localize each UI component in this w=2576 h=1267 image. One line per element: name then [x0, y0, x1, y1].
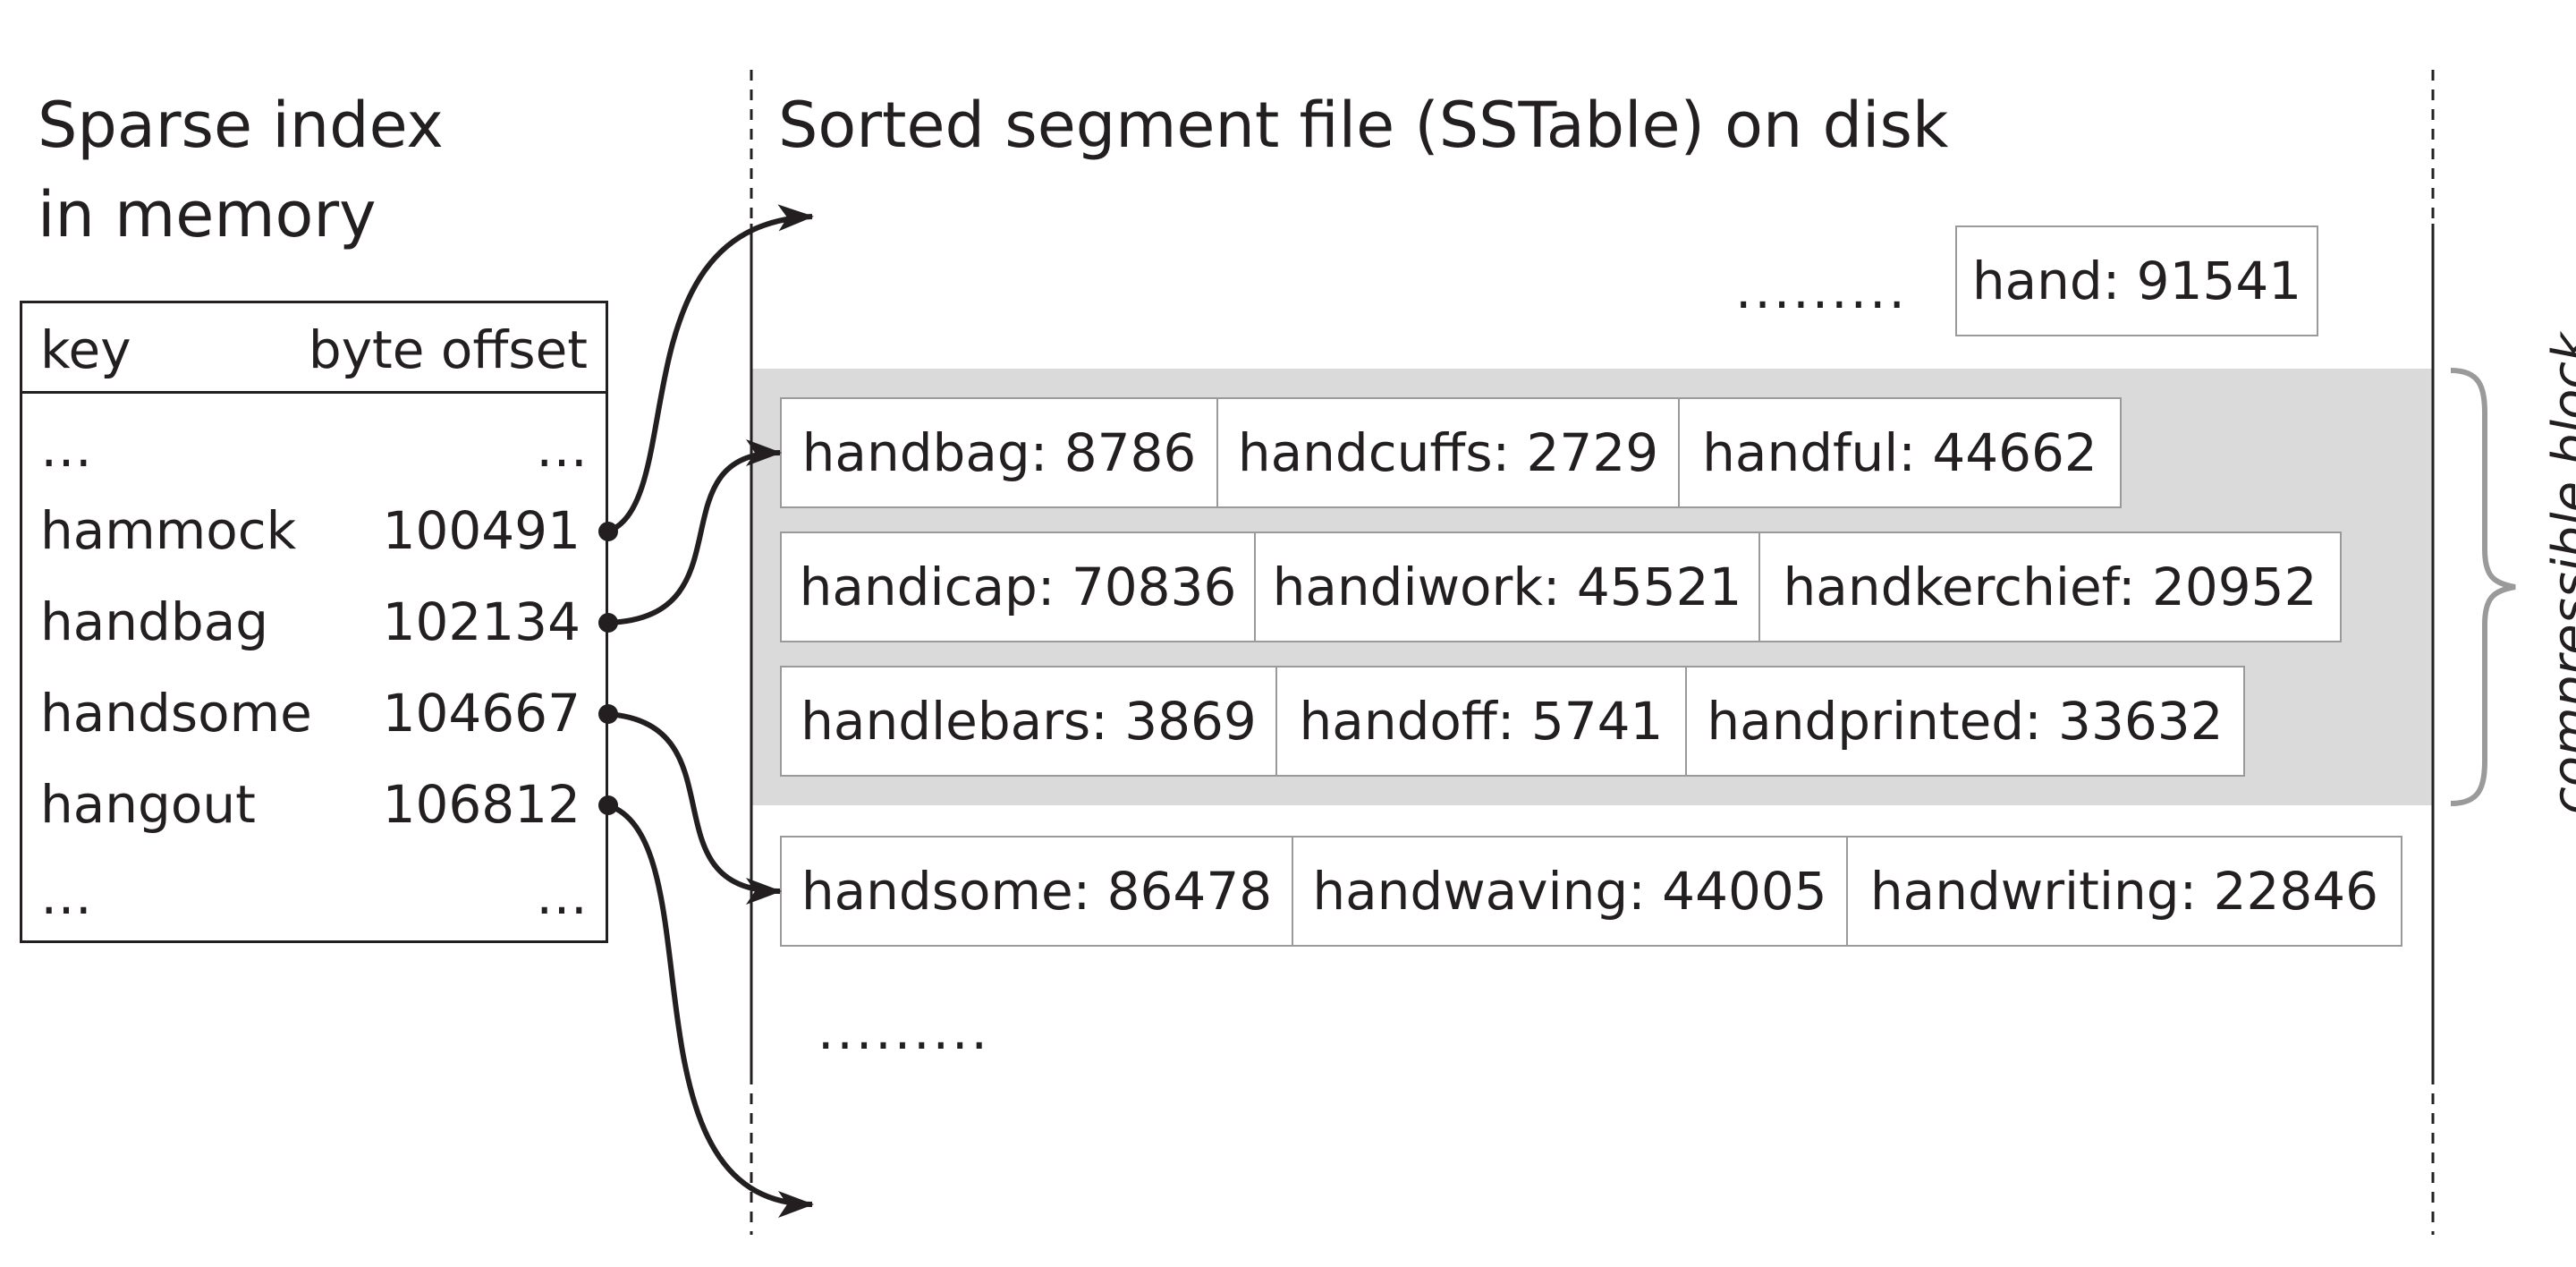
ellipsis-top: .........: [1735, 259, 1908, 320]
arrow-handbag-to-entry: [607, 439, 782, 625]
segment-entry: handcuffs: 2729: [1216, 397, 1680, 508]
arrow-handsome-to-entry: [607, 711, 782, 905]
index-ellipsis-top-offset: …: [536, 418, 588, 479]
segment-title: Sorted segment file (SSTable) on disk: [778, 89, 1949, 162]
segment-entry: handful: 44662: [1678, 397, 2122, 508]
index-header-divider: [22, 391, 606, 394]
index-ellipsis-top-key: …: [40, 418, 92, 479]
index-header-key: key: [40, 319, 131, 380]
index-row-key: handsome: [40, 683, 312, 744]
index-header-offset: byte offset: [308, 319, 588, 380]
arrow-hangout-to-segment: [607, 803, 814, 1218]
index-ellipsis-bottom-key: …: [40, 865, 92, 926]
index-row-key: hangout: [40, 774, 256, 835]
index-row-offset: 104667: [382, 683, 580, 744]
segment-entry-hand: hand: 91541: [1955, 225, 2318, 336]
compressible-block-brace: [2450, 368, 2516, 806]
arrow-hammock-to-segment: [606, 204, 814, 534]
index-row-key: hammock: [40, 500, 297, 561]
index-row-offset: 102134: [382, 591, 580, 652]
index-row-key: handbag: [40, 591, 269, 652]
segment-entry: handwaving: 44005: [1292, 836, 1848, 947]
segment-entry: handicap: 70836: [780, 531, 1256, 642]
segment-entry: handkerchief: 20952: [1758, 531, 2342, 642]
sparse-index-table: key byte offset … … hammock 100491 handb…: [20, 301, 608, 943]
index-ellipsis-bottom-offset: …: [536, 865, 588, 926]
ellipsis-bottom: .........: [818, 1000, 990, 1061]
segment-entry: handsome: 86478: [780, 836, 1293, 947]
segment-entry: handbag: 8786: [780, 397, 1218, 508]
compressible-block-label: compressible block: [2542, 332, 2576, 814]
segment-entry: handprinted: 33632: [1685, 666, 2245, 777]
segment-entry: handoff: 5741: [1275, 666, 1687, 777]
index-row-offset: 106812: [382, 774, 580, 835]
segment-entry: handwriting: 22846: [1846, 836, 2402, 947]
segment-entry: handlebars: 3869: [780, 666, 1277, 777]
index-title-line-2: in memory: [38, 178, 377, 251]
segment-entry: handiwork: 45521: [1254, 531, 1760, 642]
index-title-line-1: Sparse index: [38, 89, 444, 162]
index-row-offset: 100491: [382, 500, 580, 561]
